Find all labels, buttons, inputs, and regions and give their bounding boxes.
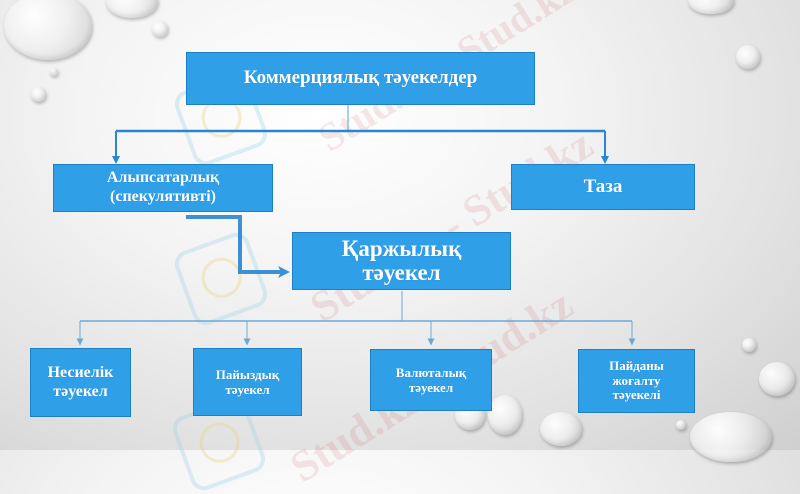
node-label-line1: Валюталық [395, 364, 467, 380]
node-label-line1: Пайыздық [215, 366, 280, 382]
node-label-line2: жоғалту [612, 372, 661, 388]
node-label: Коммерциялық тәуекелдер [243, 67, 478, 89]
node-label-line1: Пайданы [609, 357, 664, 373]
node-speculative: Алыпсатарлық (спекулятивті) [53, 164, 273, 212]
node-label-line1: Қаржылық [341, 235, 462, 261]
node-label-line2: тәуекел [362, 260, 441, 285]
node-interest-risk: Пайыздық тәуекел [193, 348, 302, 416]
node-profit-loss-risk: Пайданы жоғалту тәуекелі [578, 349, 695, 413]
node-financial-risk: Қаржылық тәуекел [292, 232, 511, 290]
node-label-line1: Несиелік [47, 363, 114, 381]
node-label-line2: тәуекел [53, 382, 108, 400]
node-credit-risk: Несиелік тәуекел [30, 348, 131, 417]
connector-lines [76, 105, 636, 346]
node-label-line2: тәуекел [408, 380, 454, 395]
node-pure: Таза [511, 164, 695, 210]
node-label-line2: (спекулятивті) [110, 188, 216, 205]
node-label: Таза [583, 175, 623, 197]
node-label-line3: тәуекелі [612, 387, 661, 403]
node-commercial-risks: Коммерциялық тәуекелдер [186, 52, 535, 105]
node-label-line1: Алыпсатарлық [106, 169, 220, 187]
node-label-line2: тәуекел [225, 382, 270, 397]
node-currency-risk: Валюталық тәуекел [370, 349, 492, 411]
